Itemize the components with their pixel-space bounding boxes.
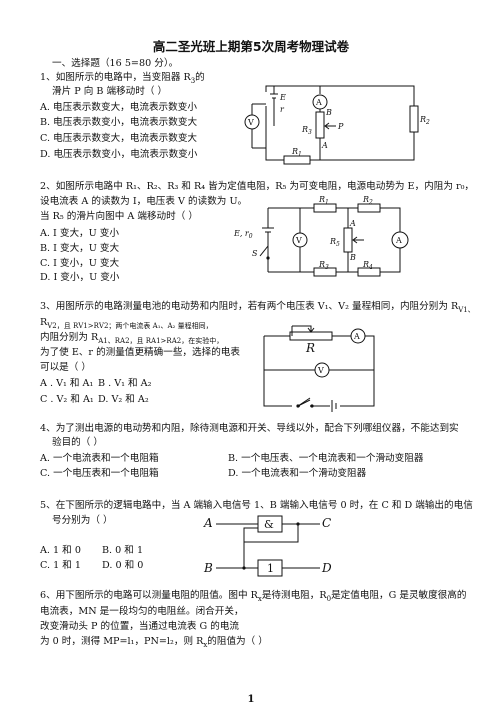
q5-not-gate-label: 1 [267, 562, 274, 575]
q2-voltmeter-label: V [295, 236, 302, 245]
q3-voltmeter-label: V [317, 366, 324, 375]
exam-title: 高二圣光班上期第5次周考物理试卷 [152, 39, 350, 54]
q3-stem-2: RV2，且 RV1>RV2；两个电流表 A₁、A₂ 量程相同， [40, 317, 213, 330]
q6-stem-4: 为 0 时，测得 MP=l₁，PN=l₂，则 Rx的阻值为（ ） [40, 636, 268, 649]
q3-ammeter-label: A [353, 332, 360, 341]
q1-label-p: P [337, 122, 344, 131]
q4-stem-2: 验目的（ ） [52, 437, 104, 448]
q2-label-r3: R3 [318, 260, 329, 271]
q2-label-b: B [349, 253, 356, 262]
q2-label-r2: R2 [362, 195, 373, 206]
q6-stem-2: 电流表，MN 是一段均匀的电阻丝。闭合开关， [40, 606, 244, 617]
q3-stem-4: 为了使 E、r 的测量值更精确一些，选择的电表 [40, 347, 240, 358]
q1-label-r3: R3 [301, 125, 312, 136]
q3-option-a[interactable]: A . V₁ 和 A₁ [40, 378, 94, 389]
q3-stem-1: 3、用图所示的电路测量电池的电动势和内阻时，若有两个电压表 V₁、V₂ 量程相同… [40, 301, 475, 314]
q1-option-c[interactable]: C. 电压表示数变大，电流表示数变大 [40, 133, 198, 144]
q1-option-d[interactable]: D. 电压表示数变小，电流表示数变小 [40, 149, 198, 160]
q1-label-e: E [279, 93, 286, 102]
q6-stem-1: 6、用下图所示的电路可以测量电阻的阻值。图中 Rx是待测电阻，R0是定值电阻，G… [40, 590, 467, 603]
q3-circuit-diagram: R A V [263, 325, 375, 412]
q2-stem-1: 2、如图所示电路中 R₁、R₂、R₃ 和 R₄ 皆为定值电阻，R₅ 为可变电阻，… [40, 181, 475, 192]
q4-option-b[interactable]: B. 一个电压表、一个电流表和一个滑动变阻器 [228, 453, 424, 464]
q3-label-r: R [305, 341, 315, 355]
q5-label-a: A [203, 516, 213, 530]
q5-option-d[interactable]: D. 0 和 0 [102, 560, 144, 571]
q2-circuit-diagram: E, r0 S R1 R2 R3 R4 V A R5 B A [233, 195, 409, 277]
q4-option-a[interactable]: A. 一个电流表和一个电阻箱 [40, 453, 159, 464]
section-heading: 一、选择题（16 5=80 分）。 [52, 58, 179, 69]
q4-option-c[interactable]: C. 一个电压表和一个电阻箱 [40, 468, 159, 479]
q2-option-d[interactable]: D. I 变小，U 变小 [40, 272, 120, 283]
q2-label-r5: R5 [329, 237, 340, 248]
q1-voltmeter-label: V [247, 118, 254, 127]
q5-option-a[interactable]: A. 1 和 0 [40, 545, 81, 556]
q5-label-b: B [203, 561, 213, 575]
q6-stem-3: 改变滑动头 P 的位置，当通过电流表 G 的电流 [40, 621, 240, 632]
q1-stem-2: 滑片 P 向 B 端移动时（ ） [52, 86, 168, 97]
q2-option-a[interactable]: A. I 变大，U 变小 [40, 228, 119, 239]
q4-stem-1: 4、为了测出电源的电动势和内阻，除待测电源和开关、导线以外，配合下列哪组仪器，不… [40, 423, 459, 434]
q3-option-c[interactable]: C . V₂ 和 A₁ [40, 394, 94, 405]
q1-ammeter-label: A [315, 98, 322, 107]
q4-option-d[interactable]: D. 一个电流表和一个滑动变阻器 [228, 468, 367, 479]
q3-option-b[interactable]: B . V₁ 和 A₂ [98, 378, 152, 389]
q3-option-d[interactable]: D. V₂ 和 A₂ [98, 394, 149, 405]
q2-stem-2: 设电流表 A 的读数为 I，电压表 V 的读数为 U。 [40, 196, 248, 207]
q5-logic-diagram: A & C B 1 D [203, 515, 332, 577]
q5-label-d: D [321, 561, 332, 575]
q3-stem-5: 可以是（ ） [40, 362, 92, 373]
q1-label-r1: R1 [291, 147, 302, 158]
q2-label-r4: R4 [362, 260, 373, 271]
q5-stem-2: 号分别为（ ） [52, 515, 113, 526]
q2-option-b[interactable]: B. I 变大，U 变大 [40, 243, 120, 254]
q2-stem-3: 当 R₅ 的滑片向图中 A 端移动时（ ） [40, 211, 198, 222]
q2-label-s: S [252, 249, 258, 258]
q1-option-b[interactable]: B. 电压表示数变小，电流表示数变大 [40, 117, 198, 128]
page-number: 1 [247, 694, 255, 705]
q1-label-r2: R2 [419, 115, 430, 126]
q2-ammeter-label: A [395, 236, 402, 245]
q2-option-c[interactable]: C. I 变小，U 变大 [40, 258, 120, 269]
q1-label-b: B [325, 108, 332, 117]
q2-label-a: A [349, 219, 356, 228]
q1-option-a[interactable]: A. 电压表示数变大，电流表示数变小 [40, 102, 197, 113]
q2-label-r1: R1 [318, 195, 329, 206]
q5-label-c: C [322, 516, 331, 530]
q3-stem-3: 内阻分别为 RA1、RA2，且 RA1>RA2，在实验中， [40, 332, 224, 345]
q1-circuit-diagram: E r V A B R3 P A R2 R1 [244, 85, 430, 165]
q1-label-r: r [280, 105, 285, 114]
q5-option-b[interactable]: B. 0 和 1 [102, 545, 144, 556]
q5-and-gate-label: & [264, 518, 274, 531]
q5-option-c[interactable]: C. 1 和 1 [40, 560, 81, 571]
q1-stem: 1、如图所示的电路中，当变阻器 R3的 [40, 72, 205, 85]
q5-stem-1: 5、在下图所示的逻辑电路中，当 A 端输入电信号 1、B 端输入电信号 0 时，… [40, 500, 473, 511]
q1-label-a: A [321, 141, 328, 150]
q2-label-e: E, r0 [233, 229, 253, 240]
